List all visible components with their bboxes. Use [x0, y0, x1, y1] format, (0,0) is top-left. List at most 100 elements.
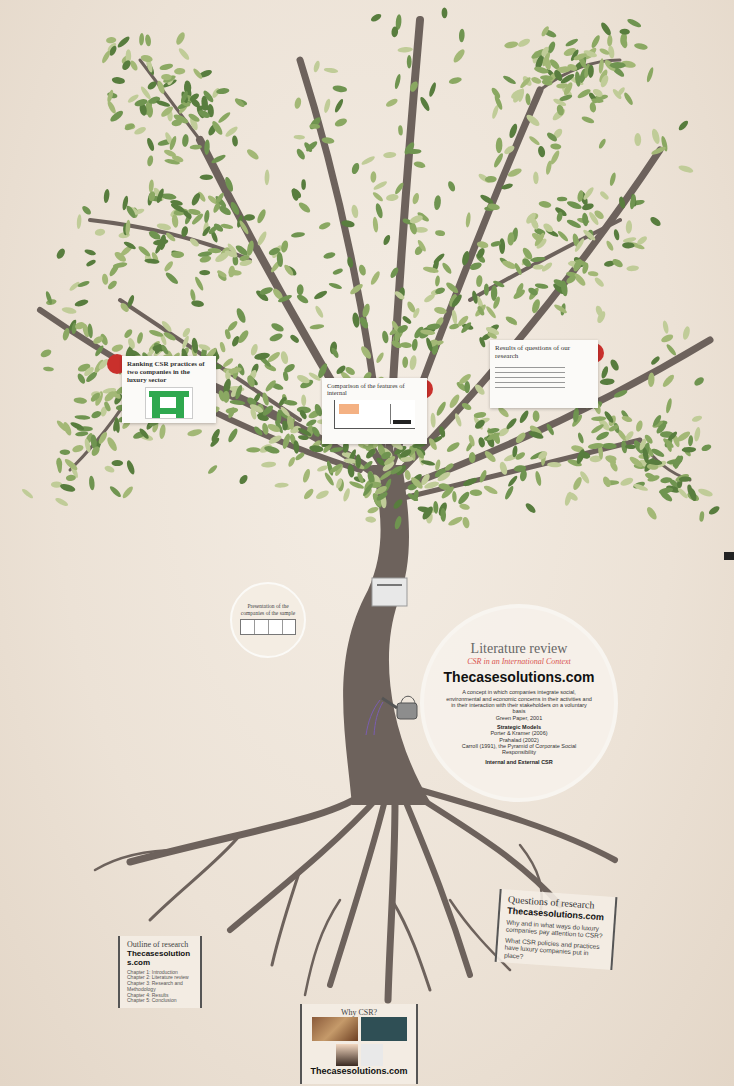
leaf	[591, 98, 604, 104]
node-text: Thecasesolutions.com	[127, 949, 193, 967]
leaf	[502, 74, 517, 85]
leaf	[645, 506, 658, 521]
leaf	[294, 451, 305, 461]
leaf	[650, 145, 666, 156]
leaf	[409, 355, 418, 371]
leaf	[89, 391, 101, 403]
leaf	[112, 460, 124, 466]
branch	[140, 60, 200, 140]
slide-card: Results of questions of our research	[490, 340, 598, 408]
leaf	[121, 59, 133, 72]
watering-can	[366, 696, 417, 735]
can-body	[397, 703, 417, 719]
leaf	[76, 214, 82, 229]
leaf	[404, 470, 412, 481]
leaf	[624, 430, 635, 442]
leaf	[593, 209, 606, 221]
leaf	[595, 430, 610, 442]
leaf	[198, 343, 212, 352]
leaf	[106, 279, 118, 291]
thumbnail	[361, 1044, 383, 1066]
leaf	[111, 76, 125, 85]
leaf	[633, 483, 649, 493]
leaf	[527, 286, 540, 301]
leaf	[302, 487, 315, 500]
tree-leaves	[21, 7, 721, 530]
leaf	[55, 247, 67, 260]
node-text: What CSR policies and practices have lux…	[504, 936, 605, 965]
leaf	[447, 180, 457, 192]
leaf	[188, 92, 200, 103]
leaf	[435, 275, 441, 287]
root	[150, 835, 240, 920]
leaf	[665, 343, 677, 357]
leaf	[660, 333, 674, 344]
leaf	[378, 469, 393, 482]
leaf	[174, 31, 186, 46]
leaf	[296, 293, 310, 305]
leaf	[136, 332, 144, 345]
leaf	[268, 246, 281, 257]
leaf	[608, 424, 619, 433]
leaf	[125, 219, 131, 235]
leaf	[600, 378, 615, 385]
leaf	[490, 240, 501, 248]
leaf	[445, 281, 460, 295]
leaf	[531, 298, 542, 314]
leaf	[194, 276, 205, 292]
trunk-card-line	[377, 584, 402, 586]
leaf	[137, 245, 152, 258]
leaf	[165, 231, 177, 242]
leaf	[92, 335, 105, 346]
bracket-box: Why CSR?Thecasesolutions.com	[300, 1004, 418, 1084]
leaf	[688, 487, 698, 502]
root	[392, 900, 430, 990]
leaf	[148, 229, 162, 241]
node-text: Strategic Models	[497, 724, 541, 730]
leaf	[45, 290, 54, 304]
leaf	[436, 470, 452, 483]
leaf	[216, 269, 227, 278]
leaf	[505, 417, 518, 431]
leaf	[593, 276, 605, 288]
leaf	[297, 201, 312, 215]
leaf	[335, 364, 347, 375]
leaf	[609, 460, 620, 473]
leaf	[361, 303, 371, 318]
root	[230, 795, 380, 930]
leaf	[471, 290, 478, 304]
leaf	[293, 440, 300, 454]
leaf	[666, 459, 682, 465]
leaf	[228, 269, 242, 276]
leaf	[572, 476, 584, 491]
leaf	[456, 314, 470, 328]
leaf	[419, 96, 432, 112]
leaf	[123, 328, 134, 340]
leaf	[501, 182, 514, 190]
node-text: Carroll (1991), the Pyramid of Corporate…	[446, 743, 592, 756]
leaf	[552, 277, 567, 289]
leaf	[370, 12, 383, 23]
leaf	[599, 190, 610, 201]
leaf	[180, 90, 190, 104]
leaf	[473, 418, 486, 430]
leaf	[238, 219, 250, 235]
leaf	[216, 87, 230, 94]
leaf	[159, 63, 174, 72]
leaf	[224, 329, 232, 340]
leaf	[527, 286, 539, 297]
topic-circle: Literature reviewCSR in an International…	[420, 604, 618, 802]
leaf	[461, 250, 471, 266]
tree-branches	[40, 20, 710, 500]
leaf	[210, 120, 224, 137]
photo-row	[309, 1017, 409, 1066]
leaf	[533, 65, 549, 74]
leaf	[177, 47, 191, 62]
leaf	[434, 286, 446, 295]
leaf	[297, 427, 312, 438]
leaf	[420, 329, 436, 336]
leaf	[71, 444, 84, 454]
leaf	[146, 80, 158, 91]
leaf	[323, 251, 336, 260]
leaf	[274, 482, 289, 488]
